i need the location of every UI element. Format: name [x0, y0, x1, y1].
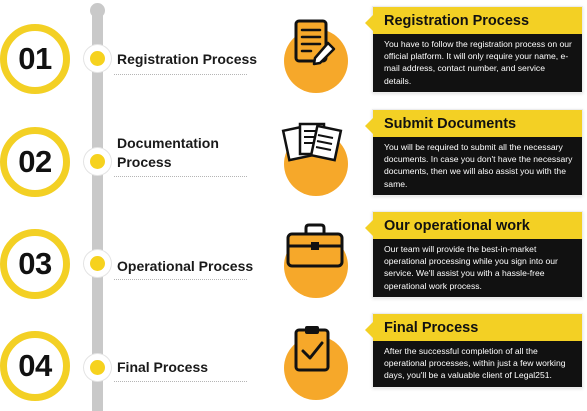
timeline-cap — [90, 3, 105, 18]
timeline-dot — [84, 250, 111, 277]
dotted-separator — [114, 279, 247, 280]
step-card: Submit Documents You will be required to… — [365, 109, 583, 196]
step-title: Documentation Process — [117, 135, 219, 170]
step-title: Operational Process — [117, 258, 254, 274]
dotted-separator — [114, 381, 247, 382]
card-text: After the successful completion of all t… — [373, 341, 582, 387]
timeline-dot — [84, 45, 111, 72]
step-number-circle: 02 — [0, 127, 70, 197]
timeline-line — [92, 10, 103, 411]
step-number: 04 — [18, 348, 52, 383]
documents-stack-icon — [278, 116, 360, 198]
step-card: Registration Process You have to follow … — [365, 6, 583, 93]
step-2: 02 Documentation Process Submit Document… — [0, 109, 587, 217]
dotted-separator — [114, 176, 247, 177]
dotted-separator — [114, 74, 247, 75]
step-4: 04 Final Process Final Process After the… — [0, 313, 587, 411]
card-title: Registration Process — [373, 7, 582, 34]
step-number-circle: 01 — [0, 24, 70, 94]
step-number-circle: 04 — [0, 331, 70, 401]
step-title: Registration Process — [117, 51, 258, 67]
step-number-circle: 03 — [0, 229, 70, 299]
clipboard-check-icon — [278, 320, 360, 402]
step-number: 02 — [18, 144, 52, 179]
step-3: 03 Operational Process Our operational w… — [0, 211, 587, 319]
card-text: Our team will provide the best-in-market… — [373, 239, 582, 297]
card-title: Submit Documents — [373, 110, 582, 137]
card-text: You will be required to submit all the n… — [373, 137, 582, 195]
timeline-dot — [84, 354, 111, 381]
document-edit-icon — [278, 13, 360, 95]
step-number: 01 — [18, 41, 52, 76]
step-title: Final Process — [117, 359, 209, 375]
timeline-dot — [84, 148, 111, 175]
card-title: Our operational work — [373, 212, 582, 239]
step-card: Our operational work Our team will provi… — [365, 211, 583, 298]
card-text: You have to follow the registration proc… — [373, 34, 582, 92]
briefcase-icon — [278, 218, 360, 300]
step-1: 01 Registration Process Registration Pro… — [0, 6, 587, 114]
step-number: 03 — [18, 246, 52, 281]
step-card: Final Process After the successful compl… — [365, 313, 583, 388]
card-title: Final Process — [373, 314, 582, 341]
